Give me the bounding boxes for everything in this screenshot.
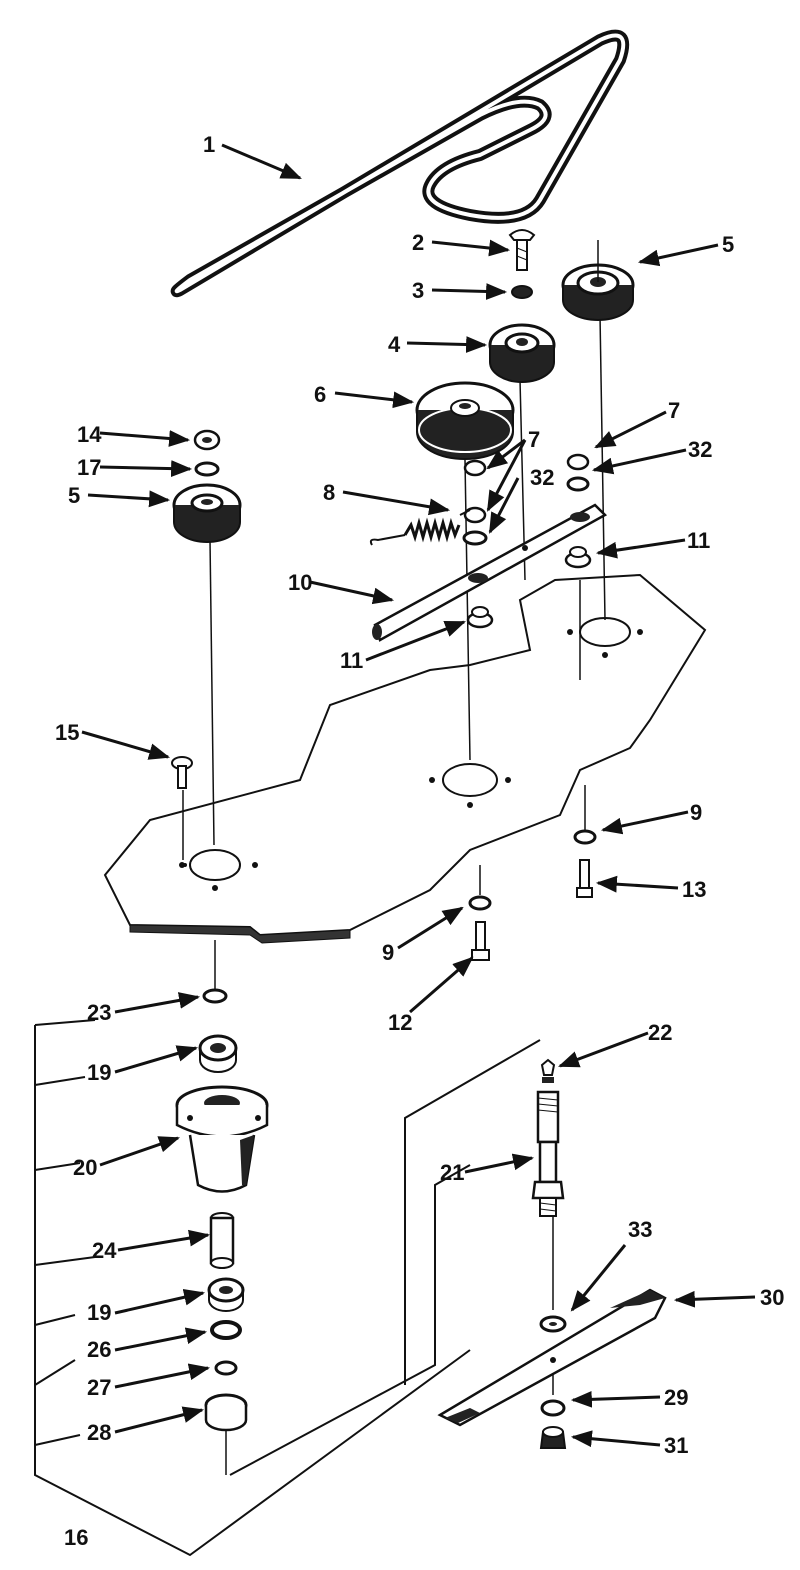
leader-arrows <box>81 143 756 1448</box>
callout-32-center: 32 <box>530 465 554 490</box>
deck-plate <box>103 573 707 944</box>
idler-pulley-right <box>561 240 635 321</box>
callout-11-right: 11 <box>687 528 710 553</box>
callout-32-right: 32 <box>688 437 712 462</box>
callout-1: 1 <box>203 132 215 157</box>
callout-5-right: 5 <box>722 232 734 257</box>
spindle-assembly <box>175 988 269 1475</box>
callout-12: 12 <box>388 1010 412 1035</box>
flat-washer <box>468 829 597 911</box>
callout-8: 8 <box>323 480 335 505</box>
mower-blade <box>437 1288 667 1427</box>
callout-7-center: 7 <box>528 427 540 452</box>
spindle-shaft <box>531 1058 565 1217</box>
blade-washer-33 <box>539 1315 567 1333</box>
spacer-washer <box>511 285 533 299</box>
callout-9-center: 9 <box>382 940 394 965</box>
idler-pulley-left <box>172 483 242 543</box>
bolt-15 <box>171 756 193 789</box>
callout-2: 2 <box>412 230 424 255</box>
callout-28: 28 <box>87 1420 111 1445</box>
blade-washer-29 <box>540 1399 566 1417</box>
callout-16: 16 <box>64 1525 88 1550</box>
callout-7-right: 7 <box>668 398 680 423</box>
callout-4: 4 <box>388 332 401 357</box>
callout-labels: 1 2 3 4 5 6 7 32 7 32 8 10 11 11 14 17 5… <box>55 132 784 1550</box>
hex-nut-left <box>193 429 221 451</box>
callout-19-top: 19 <box>87 1060 111 1085</box>
callout-17: 17 <box>77 455 101 480</box>
hex-bolt-13 <box>576 859 593 898</box>
callout-11-center: 11 <box>340 648 363 673</box>
idler-arm <box>372 503 608 642</box>
idler-pulley-flat <box>488 323 556 383</box>
lock-washer-left <box>194 461 220 477</box>
callout-13: 13 <box>682 877 706 902</box>
callout-26: 26 <box>87 1337 111 1362</box>
callout-15: 15 <box>55 720 79 745</box>
callout-5-left: 5 <box>68 483 80 508</box>
carriage-bolt <box>508 229 536 271</box>
callout-14: 14 <box>77 422 102 447</box>
callout-19-lower: 19 <box>87 1300 111 1325</box>
idler-spring <box>369 509 471 546</box>
callout-20: 20 <box>73 1155 97 1180</box>
callout-6: 6 <box>314 382 326 407</box>
callout-22: 22 <box>648 1020 672 1045</box>
v-belt <box>170 29 630 298</box>
callout-9-right: 9 <box>690 800 702 825</box>
hex-nut-center <box>462 459 488 546</box>
callout-29: 29 <box>664 1385 688 1410</box>
hex-bolt-12 <box>471 921 490 961</box>
callout-27: 27 <box>87 1375 111 1400</box>
callout-24: 24 <box>92 1238 117 1263</box>
callout-10: 10 <box>288 570 312 595</box>
assembly-group-bracket <box>34 1019 541 1557</box>
callout-33: 33 <box>628 1217 652 1242</box>
spindle-pulley-large <box>415 381 515 460</box>
callout-21: 21 <box>440 1160 464 1185</box>
callout-3: 3 <box>412 278 424 303</box>
blade-nut-31 <box>539 1426 567 1449</box>
callout-31: 31 <box>664 1433 688 1458</box>
callout-30: 30 <box>760 1285 784 1310</box>
bushing <box>466 546 592 629</box>
callout-23: 23 <box>87 1000 111 1025</box>
hex-nut-right <box>566 453 590 492</box>
